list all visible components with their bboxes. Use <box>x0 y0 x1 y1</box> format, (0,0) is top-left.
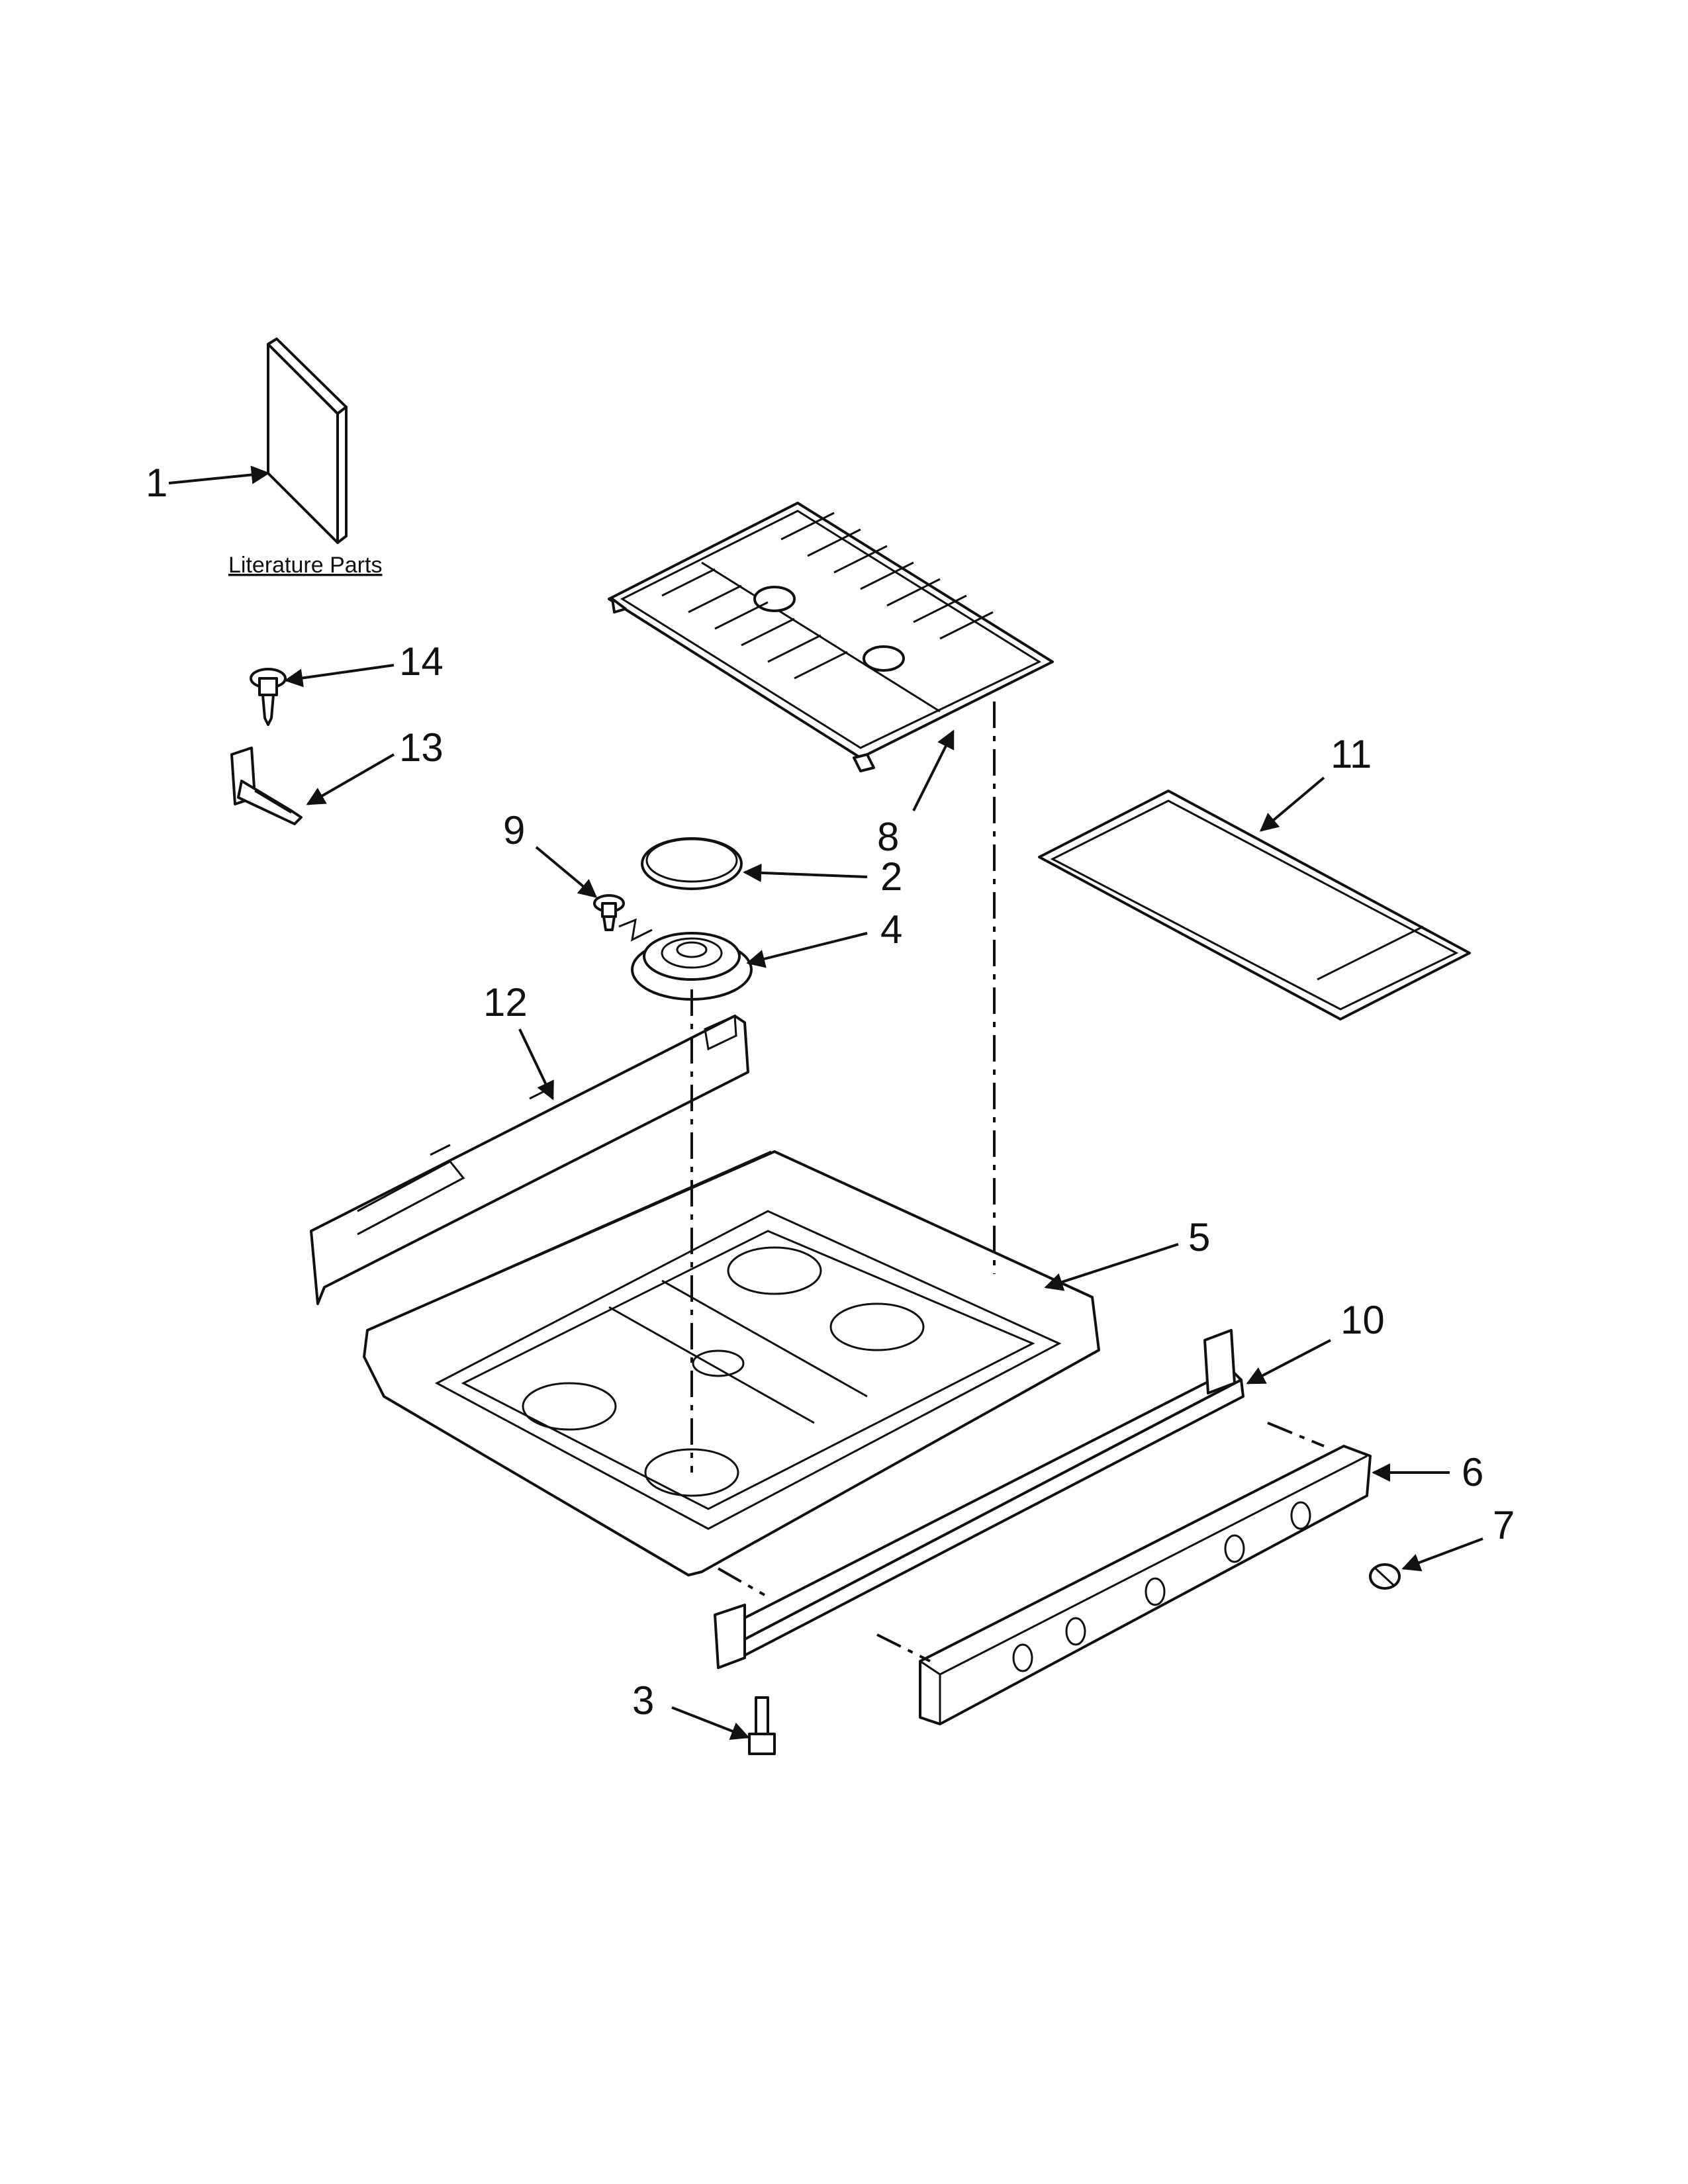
knob <box>1369 1563 1401 1590</box>
leader-8 <box>912 729 955 811</box>
leader-13 <box>306 753 395 805</box>
callout-1: 1 <box>146 461 167 505</box>
literature-parts-caption: Literature Parts <box>228 553 382 578</box>
burner-cap <box>641 837 743 890</box>
leader-1 <box>168 465 270 484</box>
control-panel <box>919 1445 1372 1725</box>
callout-2: 2 <box>880 854 902 899</box>
assembly-line-rail-1 <box>718 1567 765 1596</box>
leader-10 <box>1246 1339 1331 1385</box>
burner-grate <box>608 502 1054 772</box>
leader-4 <box>746 932 868 968</box>
callout-11: 11 <box>1331 732 1372 776</box>
leader-7 <box>1401 1537 1483 1572</box>
callout-8: 8 <box>877 815 899 859</box>
leader-12 <box>518 1028 554 1101</box>
leader-2 <box>743 863 868 882</box>
leader-11 <box>1259 776 1325 832</box>
screw-9 <box>593 894 653 942</box>
leader-9 <box>535 846 598 898</box>
screw-3 <box>748 1696 776 1755</box>
leader-14 <box>284 664 395 688</box>
assembly-line-panel-1 <box>876 1633 931 1662</box>
callout-7: 7 <box>1493 1503 1515 1547</box>
leader-3 <box>671 1706 750 1740</box>
callout-6: 6 <box>1462 1450 1483 1494</box>
leader-5 <box>1044 1243 1179 1291</box>
callout-4: 4 <box>880 907 902 952</box>
callout-10: 10 <box>1340 1298 1385 1342</box>
cooktop <box>363 1150 1100 1576</box>
literature-booklet <box>267 338 348 544</box>
manifold-rail <box>714 1329 1244 1669</box>
assembly-line-panel-2 <box>1267 1422 1325 1447</box>
callout-5: 5 <box>1188 1215 1210 1259</box>
callout-13: 13 <box>399 725 444 770</box>
callout-9: 9 <box>503 808 525 852</box>
bracket-13 <box>230 747 303 825</box>
callout-12: 12 <box>483 980 528 1024</box>
screw-14 <box>250 668 287 726</box>
callout-14: 14 <box>399 639 444 684</box>
griddle <box>1038 790 1471 1021</box>
callout-3: 3 <box>632 1678 654 1723</box>
